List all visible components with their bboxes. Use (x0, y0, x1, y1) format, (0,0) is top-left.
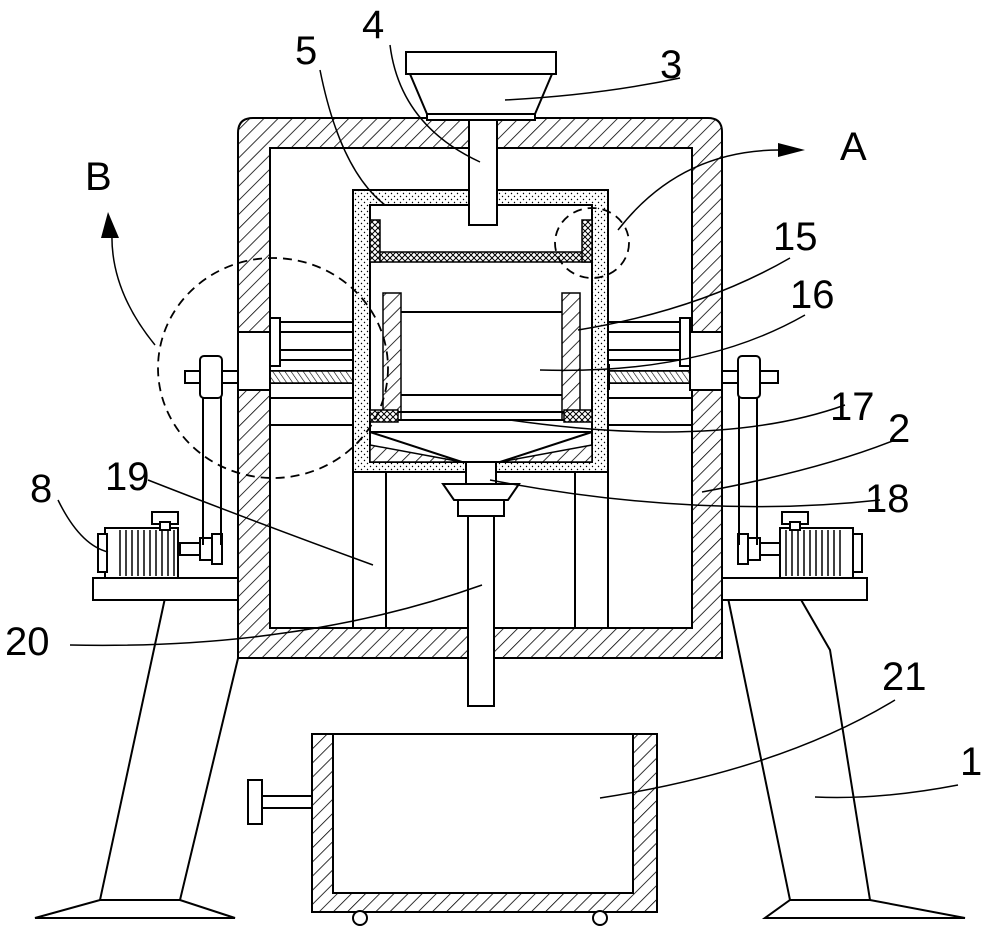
collection-box (247, 733, 658, 926)
label-a: A (840, 125, 867, 169)
label-8: 8 (30, 467, 52, 511)
label-4: 4 (362, 3, 384, 47)
label-3: 3 (660, 43, 682, 87)
outer-housing (237, 117, 723, 659)
label-21: 21 (882, 655, 927, 699)
label-1: 1 (960, 740, 982, 784)
discharge-pipe (441, 461, 521, 707)
interior-frame (270, 397, 692, 426)
left-motor-platform (92, 577, 239, 601)
screen-mesh (369, 219, 593, 263)
label-5: 5 (295, 29, 317, 73)
left-motor (97, 511, 223, 579)
label-19: 19 (105, 455, 150, 499)
label-16: 16 (790, 273, 835, 317)
detail-circle-a (554, 207, 630, 279)
detail-circle-b (157, 257, 389, 479)
label-17: 17 (830, 385, 875, 429)
left-shaft (184, 317, 366, 399)
label-2: 2 (888, 407, 910, 451)
label-b: B (85, 155, 112, 199)
right-leg (726, 597, 966, 919)
right-motor-platform (721, 577, 868, 601)
feed-pipe (468, 119, 498, 226)
reference-labels: 3 4 5 A B 15 16 17 2 18 19 8 20 21 1 (5, 3, 982, 784)
label-20: 20 (5, 620, 50, 664)
feed-hopper (405, 51, 557, 121)
leader-lines (57, 44, 959, 799)
label-18: 18 (865, 477, 910, 521)
left-leg (34, 597, 241, 919)
funnel-bottom (369, 431, 593, 463)
grinding-drum (369, 292, 593, 423)
label-15: 15 (773, 215, 818, 259)
